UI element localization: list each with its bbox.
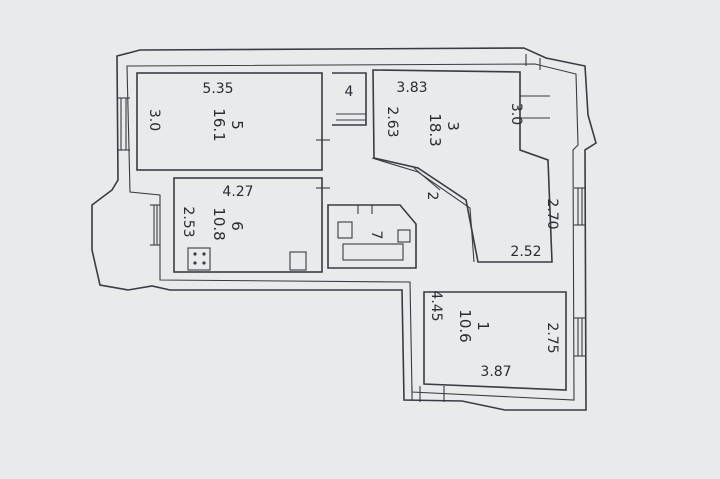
room-6-top-dim: 4.27: [222, 184, 253, 200]
door-swing: [413, 167, 441, 191]
room-6-number: 6: [228, 221, 246, 231]
room-5-side-dim: 3.0: [146, 109, 162, 131]
corridor-diagonal-dim: 2: [424, 192, 440, 201]
room-7-outline: [327, 204, 417, 269]
corridor-diagonal-wall: [371, 157, 475, 263]
room-1-right-dim: 2.75: [544, 322, 560, 353]
room-5-top-dim: 5.35: [202, 81, 233, 97]
room-1-outline: [423, 291, 567, 391]
bathtub: [342, 243, 404, 261]
windows: [117, 54, 586, 402]
room-3-number: 3: [444, 121, 462, 131]
toilet: [337, 221, 353, 239]
room-1-bottom-dim: 3.87: [480, 364, 511, 380]
room-6-area: 10.8: [210, 207, 228, 240]
room-1-number: 1: [474, 321, 492, 331]
sink: [397, 229, 411, 243]
room-5-number: 5: [228, 120, 246, 130]
outer-wall: [91, 47, 597, 411]
room-3-left-dim: 2.63: [384, 106, 400, 137]
inner-shell: [126, 63, 579, 401]
room-3-outline: [372, 69, 553, 263]
right-lower-dim: 2.52: [510, 244, 541, 260]
right-upper-dim: 2.70: [544, 198, 560, 229]
room-3-right-dim: 3.0: [508, 103, 524, 125]
stove: [187, 247, 211, 271]
sink-kitchen: [289, 251, 307, 271]
room-7-number: 7: [368, 231, 384, 240]
room-1-area: 10.6: [456, 309, 474, 342]
room-6-outline: [173, 177, 323, 273]
room-4-outline: [332, 72, 367, 126]
corridor-length-dim: 4.45: [428, 290, 444, 321]
room-5-outline: [136, 72, 323, 171]
room-4-dim: 4: [345, 84, 354, 100]
room-5-area: 16.1: [210, 108, 228, 141]
room-3-area: 18.3: [426, 113, 444, 146]
room-3-top-dim: 3.83: [396, 80, 427, 96]
room-6-side-dim: 2.53: [180, 206, 196, 237]
door-marks: [316, 113, 413, 400]
